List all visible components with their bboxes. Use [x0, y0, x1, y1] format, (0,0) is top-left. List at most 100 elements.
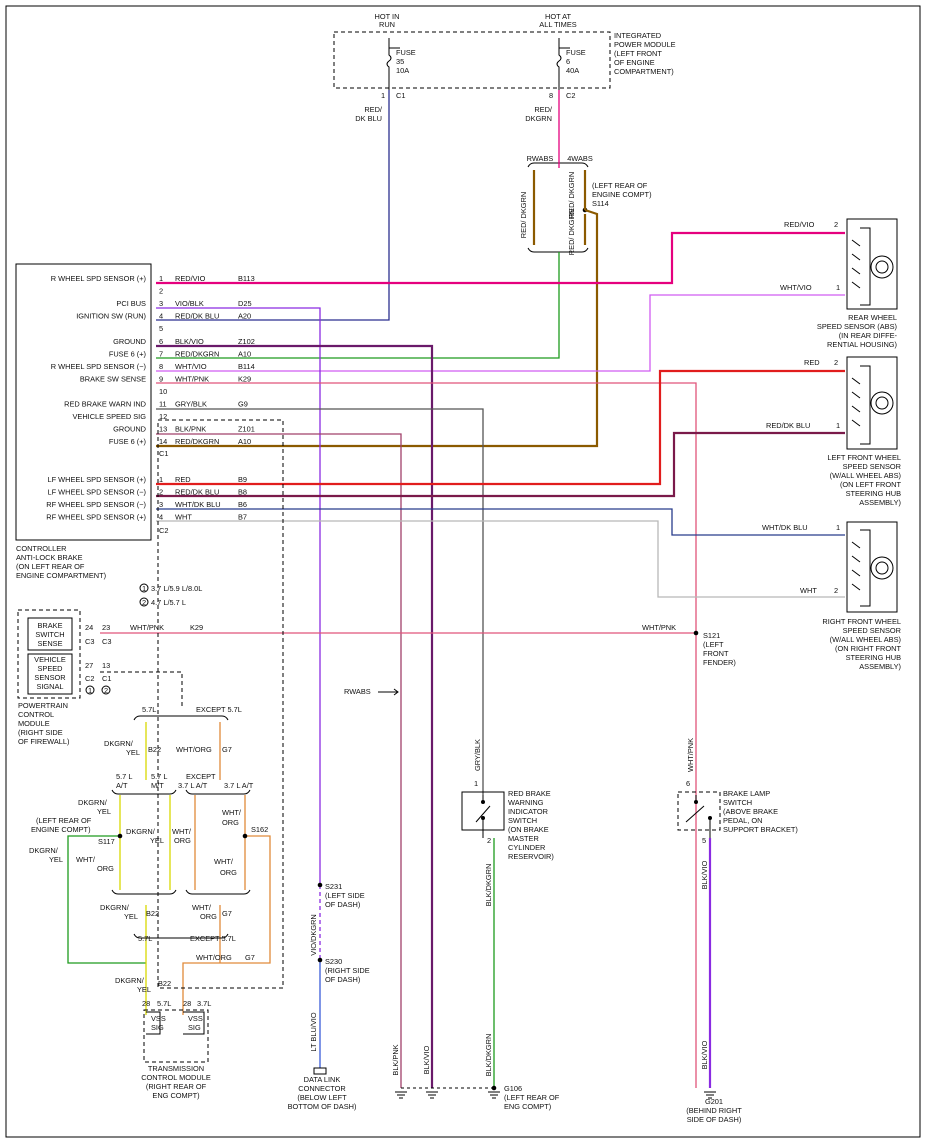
c1-pin-7: 7: [159, 349, 163, 358]
rear-wheel-speed-sensor: RED/VIO 2 WHT/VIO 1 REAR WHEEL SPEED SEN…: [780, 218, 898, 349]
rear-pin1-wire: WHT/VIO: [780, 283, 812, 292]
ctrl-c2: C2: [159, 526, 168, 535]
wire-left-2: DK BLU: [355, 114, 382, 123]
c1-label-14: FUSE 6 (+): [109, 437, 146, 446]
dlc-name-4: BOTTOM OF DASH): [288, 1102, 357, 1111]
s114-label-1: (LEFT REAR OF: [592, 181, 648, 190]
vss-inner-wo-2: ORG: [174, 836, 191, 845]
wire-a20: [156, 90, 390, 321]
c1-wire-13: BLK/PNK: [175, 425, 206, 434]
transmission-control-module: 28 5.7L 28 3.7L VSS SIG VSS SIG TRANSMIS…: [141, 999, 211, 1100]
vss-mid-dk-2: ORG: [97, 864, 114, 873]
lf-sensor-hub-icon: [875, 396, 889, 410]
vss-dk-1: DKGRN/: [104, 739, 134, 748]
g106-3: ENG COMPT): [504, 1102, 551, 1111]
c1-pin-6: 6: [159, 337, 163, 346]
rb-name-8: RESERVOIR): [508, 852, 554, 861]
c1-circuit-4: A20: [238, 312, 251, 321]
hot-run-2: RUN: [379, 20, 395, 29]
vss-bottom-brace: [133, 933, 229, 939]
vss-bot-wo: WHT/ORG: [196, 953, 232, 962]
vss-green-loop: [67, 835, 146, 964]
rear-sensor-box: [846, 218, 898, 310]
s231-3: OF DASH): [325, 900, 360, 909]
lf-sensor-coil-icon: [851, 365, 871, 445]
bl-name-5: SUPPORT BRACKET): [723, 825, 798, 834]
ground-icon-4: [704, 1091, 716, 1099]
bl-name-3: (ABOVE BRAKE: [723, 807, 778, 816]
s114-wire-c: RED/ DKGRN: [567, 209, 576, 255]
c1-wire-4: RED/DK BLU: [175, 312, 219, 321]
rf-sensor-wheel-icon: [870, 556, 894, 580]
c1-pin-3: 3: [159, 299, 163, 308]
data-link-connector: S231 (LEFT SIDE OF DASH) S230 (RIGHT SID…: [288, 882, 370, 1111]
splice-s114: RWABS 4WABS RED/ DKGRN RED/ DKGRN RED/ D…: [519, 154, 652, 255]
wires: [67, 90, 845, 1089]
vss-dk-2: YEL: [126, 748, 140, 757]
g201-1: G201: [705, 1097, 723, 1106]
dlc-name-2: CONNECTOR: [298, 1084, 346, 1093]
vss-bot-dk-2: YEL: [137, 985, 151, 994]
wire-b8: [156, 431, 845, 498]
vss-bot-g7: G7: [245, 953, 255, 962]
vss-b22: B22: [148, 745, 161, 754]
wire-g9: [156, 408, 484, 795]
bl-p6: 6: [686, 779, 690, 788]
vss-org-loop: [182, 835, 271, 1015]
note1-num: 1: [142, 584, 146, 593]
tcm-p28b: 28: [183, 999, 191, 1008]
rear-name-1: REAR WHEEL: [848, 313, 897, 322]
bl-switch-box: [677, 791, 721, 831]
vss-inner-wo-3: WHT/: [222, 808, 242, 817]
vss-mt57-2: M/T: [151, 781, 164, 790]
ctrl-name-1: CONTROLLER: [16, 544, 67, 553]
c1-circuit-3: D25: [238, 299, 252, 308]
pcm-vss-2: SPEED: [37, 664, 62, 673]
rear-pin2: 2: [834, 220, 838, 229]
c1-pin-12: 12: [159, 412, 167, 421]
note1-text: 3.7 L/5.9 L/8.0L: [151, 584, 202, 593]
gnd-w2: BLK/VIO: [422, 1045, 431, 1074]
ground-icon-1: [395, 1091, 407, 1099]
s114-label-2: ENGINE COMPT): [592, 190, 652, 199]
fuse-6-symbol: [556, 38, 570, 90]
red-brake-warning-switch: GRY/BLK 1 2 RED BRAKE WARNING INDICATOR …: [461, 739, 554, 906]
bl-contact-top: [694, 800, 698, 804]
pcm-name-1: POWERTRAIN: [18, 701, 68, 710]
c1-label-11: RED BRAKE WARN IND: [64, 400, 146, 409]
grounds: BLK/PNK BLK/VIO BLK/DKGRN G106 (LEFT REA…: [391, 1034, 742, 1124]
c1-pin-10: 10: [159, 387, 167, 396]
vss-57l-b: 5.7L: [138, 934, 152, 943]
lf-name-2: SPEED SENSOR: [843, 462, 901, 471]
pcm-wire: WHT/PNK: [130, 623, 164, 632]
ipm-name-2: POWER MODULE: [614, 40, 676, 49]
vss-lower-dk-1: DKGRN/: [100, 903, 130, 912]
c2-circuit-3: B6: [238, 500, 247, 509]
bl-name-4: PEDAL, ON: [723, 816, 762, 825]
c2-label: C2: [566, 91, 575, 100]
vss-lower-g7: G7: [222, 909, 232, 918]
s121-dot: [693, 630, 699, 636]
pcm-n2: 2: [104, 686, 108, 695]
s121-1: S121: [703, 631, 720, 640]
outer-frame: [5, 5, 921, 1138]
pcm-p13: 13: [102, 661, 110, 670]
pcm-c3b: C3: [102, 637, 111, 646]
c1-label: C1: [396, 91, 405, 100]
vss-inner-wo-1: WHT/: [172, 827, 192, 836]
pcm-c1: C1: [102, 674, 111, 683]
s230-2: (RIGHT SIDE: [325, 966, 370, 975]
wire-d25: [156, 307, 321, 885]
ipm-name-1: INTEGRATED: [614, 31, 661, 40]
c2-wire-4: WHT: [175, 513, 192, 522]
lf-pin1-wire: RED/DK BLU: [766, 421, 810, 430]
ipm-name-4: OF ENGINE: [614, 58, 655, 67]
ground-icon-3: [488, 1091, 500, 1099]
s114-wire-a: RED/ DKGRN: [519, 192, 528, 238]
lf-sensor-box: [846, 356, 898, 450]
fuse-left-3: 10A: [396, 66, 409, 75]
c1-circuit-8: B114: [238, 362, 255, 371]
rear-sensor-coil-icon: [851, 227, 871, 306]
c1-label-1: R WHEEL SPD SENSOR (+): [51, 274, 146, 283]
